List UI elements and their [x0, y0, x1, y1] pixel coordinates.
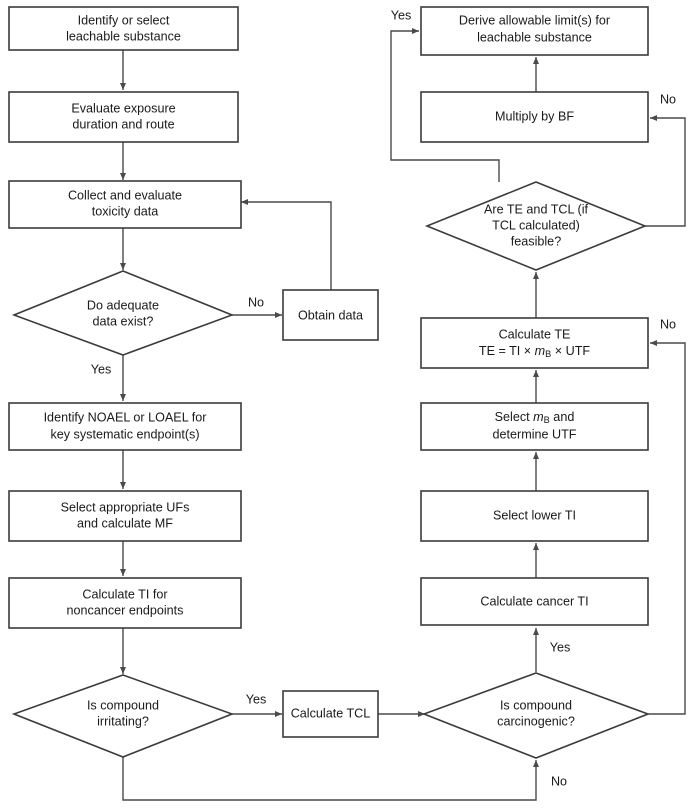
node-evaluate-exposure[interactable]: Evaluate exposure duration and route [8, 91, 239, 143]
select-mb-line2: determine UTF [493, 427, 577, 441]
label-irritating-yes: Yes [246, 692, 267, 706]
node-carcinogenic-decision[interactable]: Is compound carcinogenic? [421, 672, 651, 759]
select-mb-suffix: and [550, 410, 575, 424]
feasible-line1: Are TE and TCL (if [484, 202, 589, 216]
evaluate-exposure-line2: duration and route [72, 117, 174, 131]
feasible-line3: feasible? [511, 234, 561, 248]
node-calculate-ti-noncancer[interactable]: Calculate TI for noncancer endpoints [8, 577, 242, 629]
derive-allowable-limit-box[interactable] [420, 6, 649, 56]
select-mb-italic: m [533, 410, 544, 424]
feasible-line2: TCL calculated) [492, 218, 580, 232]
identify-noael-line2: key systematic endpoint(s) [50, 427, 199, 441]
node-collect-toxicity-data[interactable]: Collect and evaluate toxicity data [8, 180, 242, 229]
calculate-te-line1: Calculate TE [499, 327, 571, 341]
identify-substance-line2: leachable substance [66, 29, 181, 43]
calculate-te-subscript: B [545, 349, 551, 359]
obtain-data-label: Obtain data [298, 308, 363, 322]
edge-carcinogenic-no-right-rail [648, 340, 686, 715]
label-feasible-yes: Yes [391, 8, 412, 22]
calculate-ti-line1: Calculate TI for [82, 587, 167, 601]
adequate-data-line2: data exist? [93, 314, 154, 328]
calculate-ti-noncancer-box[interactable] [8, 577, 242, 629]
select-mb-subscript: B [544, 415, 550, 425]
carcinogenic-diamond[interactable] [421, 672, 651, 759]
identify-noael-line1: Identify NOAEL or LOAEL for [44, 410, 207, 424]
node-select-lower-ti[interactable]: Select lower TI [420, 490, 649, 542]
obtain-data-box[interactable] [282, 289, 379, 341]
identify-noael-box[interactable] [8, 402, 242, 451]
node-identify-noael[interactable]: Identify NOAEL or LOAEL for key systemat… [8, 402, 242, 451]
connectors [120, 28, 686, 801]
calculate-te-suffix: × UTF [551, 344, 590, 358]
derive-limit-line2: leachable substance [477, 30, 592, 44]
identify-substance-line1: Identify or select [78, 13, 170, 27]
calculate-te-prefix: TE = TI × [479, 344, 535, 358]
node-te-tcl-feasible-decision[interactable]: Are TE and TCL (if TCL calculated) feasi… [424, 181, 648, 271]
irritating-line1: Is compound [87, 698, 159, 712]
calculate-te-box[interactable] [420, 317, 649, 369]
calculate-tcl-label: Calculate TCL [291, 706, 371, 720]
calculate-te-italic: m [535, 344, 546, 358]
node-select-ufs[interactable]: Select appropriate UFs and calculate MF [8, 490, 242, 542]
calculate-ti-line2: noncancer endpoints [67, 603, 184, 617]
select-mb-prefix: Select [495, 410, 534, 424]
select-lower-ti-label: Select lower TI [493, 508, 576, 522]
calculate-cancer-ti-label: Calculate cancer TI [480, 594, 588, 608]
node-derive-allowable-limit[interactable]: Derive allowable limit(s) for leachable … [420, 6, 649, 56]
label-carcinogenic-no: No [551, 774, 567, 788]
collect-toxicity-line1: Collect and evaluate [68, 188, 182, 202]
multiply-by-bf-label: Multiply by BF [495, 109, 574, 123]
node-multiply-by-bf[interactable]: Multiply by BF [420, 91, 649, 143]
multiply-by-bf-box[interactable] [420, 91, 649, 143]
label-adequate-data-yes: Yes [91, 362, 112, 376]
collect-toxicity-data-box[interactable] [8, 180, 242, 229]
adequate-data-line1: Do adequate [87, 298, 159, 312]
evaluate-exposure-line1: Evaluate exposure [71, 101, 175, 115]
collect-toxicity-line2: toxicity data [92, 204, 159, 218]
label-multiply-bf-no: No [660, 92, 676, 106]
calculate-tcl-box[interactable] [282, 690, 379, 738]
node-select-mb[interactable]: Select mB and determine UTF [420, 402, 649, 451]
calculate-cancer-ti-box[interactable] [420, 577, 649, 626]
label-adequate-data-no: No [248, 295, 264, 309]
calculate-te-line2: TE = TI × mB × UTF [479, 344, 591, 359]
node-obtain-data[interactable]: Obtain data [282, 289, 379, 341]
edge-feasible-yes-left-rail [390, 28, 500, 182]
evaluate-exposure-box[interactable] [8, 91, 239, 143]
node-adequate-data-decision[interactable]: Do adequate data exist? [11, 270, 235, 356]
select-ufs-line2: and calculate MF [77, 516, 173, 530]
edge-feasible-no-right-rail [645, 115, 686, 227]
derive-limit-line1: Derive allowable limit(s) for [459, 13, 610, 27]
node-calculate-cancer-ti[interactable]: Calculate cancer TI [420, 577, 649, 626]
select-mb-line1: Select mB and [495, 410, 575, 425]
select-lower-ti-box[interactable] [420, 490, 649, 542]
irritating-diamond[interactable] [11, 674, 235, 758]
node-irritating-decision[interactable]: Is compound irritating? [11, 674, 235, 758]
irritating-line2: irritating? [97, 714, 149, 728]
carcinogenic-line1: Is compound [500, 698, 572, 712]
select-ufs-box[interactable] [8, 490, 242, 542]
label-carcinogenic-yes: Yes [550, 640, 571, 654]
select-mb-box[interactable] [420, 402, 649, 451]
identify-substance-box[interactable] [8, 6, 239, 51]
edge-irritating-no-bottom-rail [122, 756, 539, 801]
adequate-data-diamond[interactable] [11, 270, 235, 356]
edge-labels: No Yes Yes Yes No No No Yes [91, 8, 676, 788]
te-tcl-feasible-diamond[interactable] [424, 181, 648, 271]
node-identify-substance[interactable]: Identify or select leachable substance [8, 6, 239, 51]
carcinogenic-line2: carcinogenic? [497, 714, 575, 728]
node-calculate-te[interactable]: Calculate TE TE = TI × mB × UTF [420, 317, 649, 369]
label-calculate-te-no: No [660, 317, 676, 331]
edge-obtain-back-to-collect [241, 199, 332, 290]
select-ufs-line1: Select appropriate UFs [61, 500, 190, 514]
node-calculate-tcl[interactable]: Calculate TCL [282, 690, 379, 738]
